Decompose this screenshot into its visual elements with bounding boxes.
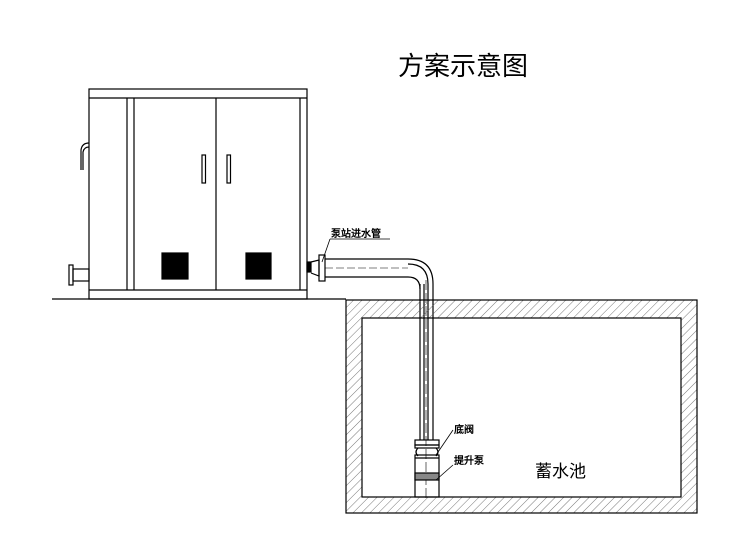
inlet-pipe-label: 泵站进水管 — [331, 229, 381, 240]
reservoir-tank — [345, 299, 698, 514]
vent-left — [161, 252, 189, 280]
foot-valve-leader — [435, 429, 454, 456]
door-handle-left — [201, 154, 207, 184]
foot-valve — [414, 439, 440, 457]
foot-valve-label: 底阀 — [454, 425, 474, 436]
lift-pump-label: 提升泵 — [454, 456, 484, 467]
side-handle — [80, 142, 90, 170]
vent-right — [245, 252, 272, 280]
reservoir-label: 蓄水池 — [535, 462, 586, 482]
lift-pump-leader — [435, 464, 454, 481]
page-title: 方案示意图 — [398, 52, 529, 82]
inlet-pipe — [306, 254, 434, 500]
pump-cabinet — [68, 88, 308, 300]
lift-pump — [414, 454, 440, 498]
door-handle-right — [226, 154, 232, 184]
